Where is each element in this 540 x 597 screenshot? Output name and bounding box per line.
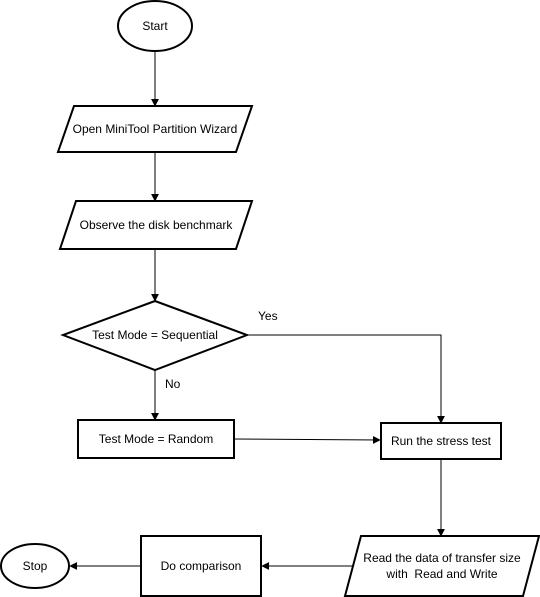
stop-node: Stop [0,543,70,589]
stop-node-label: Stop [23,559,48,573]
open-wizard-node: Open MiniTool Partition Wizard [56,105,254,153]
decision-node: Test Mode = Sequential [60,299,250,372]
open-wizard-label: Open MiniTool Partition Wizard [73,122,238,136]
random-mode-node: Test Mode = Random [77,419,235,459]
do-comparison-label: Do comparison [161,559,242,573]
read-data-label-line2: with Read and Write [385,567,497,581]
stress-test-node: Run the stress test [380,422,502,460]
edge-random-to-stress [233,435,381,444]
yes-label: Yes [258,309,278,323]
read-data-node: Read the data of transfer size with Read… [343,535,540,597]
decision-label: Test Mode = Sequential [92,328,218,342]
do-comparison-node: Do comparison [140,535,262,597]
observe-benchmark-node: Observe the disk benchmark [58,200,254,250]
read-data-label: Read the data of transfer size [363,551,521,565]
random-mode-label: Test Mode = Random [99,432,213,446]
start-node: Start [117,0,193,52]
observe-benchmark-label: Observe the disk benchmark [80,218,234,232]
stress-test-label: Run the stress test [391,434,492,448]
edge-decision-yes-to-stress [247,334,445,424]
no-label: No [165,377,181,391]
start-node-label: Start [142,19,168,33]
